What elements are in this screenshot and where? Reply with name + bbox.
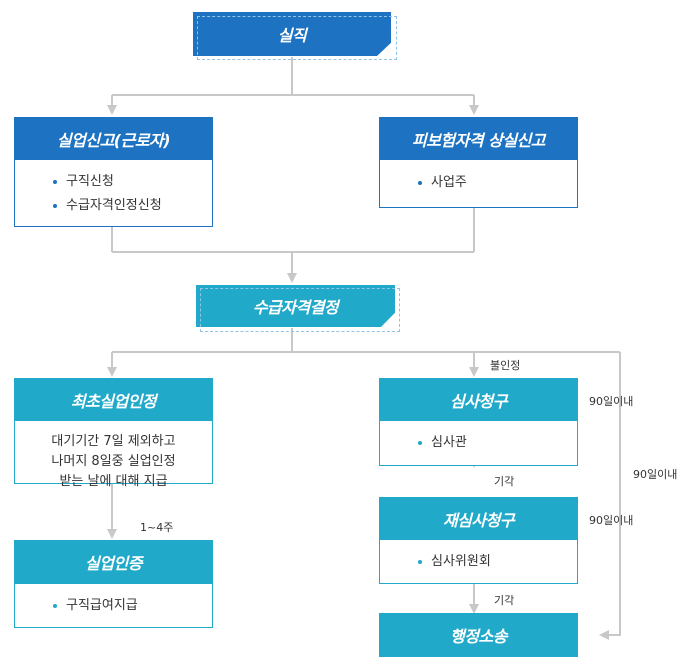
first-recognition-line-2: 나머지 8일중 실업인정: [51, 454, 176, 469]
node-eligibility-focus: [200, 288, 400, 332]
node-review-body: 심사관: [379, 421, 578, 466]
node-litigation-title: 행정소송: [450, 627, 507, 646]
node-rereview-body: 심사위원회: [379, 540, 578, 584]
node-review-header: 심사청구: [379, 378, 578, 421]
node-unemployment-focus: [197, 16, 397, 60]
bullet-eligibility-application: 수급자격인정신청: [53, 194, 162, 218]
node-litigation: 행정소송: [379, 613, 578, 657]
label-weeks: 1~4주: [140, 521, 174, 534]
node-certification-title: 실업인증: [85, 554, 142, 573]
node-first-recognition-body: 대기기간 7일 제외하고 나머지 8일중 실업인정 받는 날에 대해 지급: [14, 421, 213, 489]
first-recognition-line-1: 대기기간 7일 제외하고: [51, 434, 176, 449]
edge-direct-litigation: [599, 352, 621, 640]
node-unemployment-title: 실직: [277, 26, 307, 45]
bullet-job-application: 구직신청: [53, 170, 162, 194]
bullet-review-committee: 심사위원회: [418, 550, 491, 574]
node-report-insured-title: 피보험자격 상실신고: [411, 130, 546, 150]
bullet-employer: 사업주: [418, 171, 467, 195]
label-within-90-rereview: 90일이내: [589, 514, 634, 527]
node-report-insured-body: 사업주: [379, 160, 578, 208]
node-report-worker-title: 실업신고(근로자): [56, 130, 171, 150]
node-certification-body: 구직급여지급: [14, 584, 213, 628]
node-first-recognition-header: 최초실업인정: [14, 378, 213, 421]
label-dismissed-2: 기각: [494, 594, 515, 607]
bullet-examiner: 심사관: [418, 431, 467, 455]
first-recognition-line-3: 받는 날에 대해 지급: [59, 474, 168, 489]
bullet-job-seeking-benefit: 구직급여지급: [53, 594, 138, 618]
node-report-insured-header: 피보험자격 상실신고: [379, 117, 578, 160]
node-rereview-title: 재심사청구: [442, 510, 515, 530]
label-within-90-review: 90일이내: [589, 395, 634, 408]
node-review-title: 심사청구: [450, 391, 507, 411]
node-first-recognition-title: 최초실업인정: [70, 391, 157, 411]
edge-eligibility-split: [112, 328, 620, 353]
label-dismissed-1: 기각: [494, 475, 515, 488]
node-report-worker-header: 실업신고(근로자): [14, 117, 213, 160]
edge-unemployment-split: [112, 57, 474, 96]
label-within-90-litigation: 90일이내: [633, 468, 678, 481]
node-rereview-header: 재심사청구: [379, 497, 578, 540]
node-unemployment: 실직: [193, 12, 391, 56]
node-certification-header: 실업인증: [14, 540, 213, 584]
node-eligibility: 수급자격결정: [196, 285, 395, 327]
node-report-worker-body: 구직신청 수급자격인정신청: [14, 160, 213, 227]
label-rejected: 불인정: [490, 359, 521, 372]
node-eligibility-title: 수급자격결정: [252, 298, 339, 317]
